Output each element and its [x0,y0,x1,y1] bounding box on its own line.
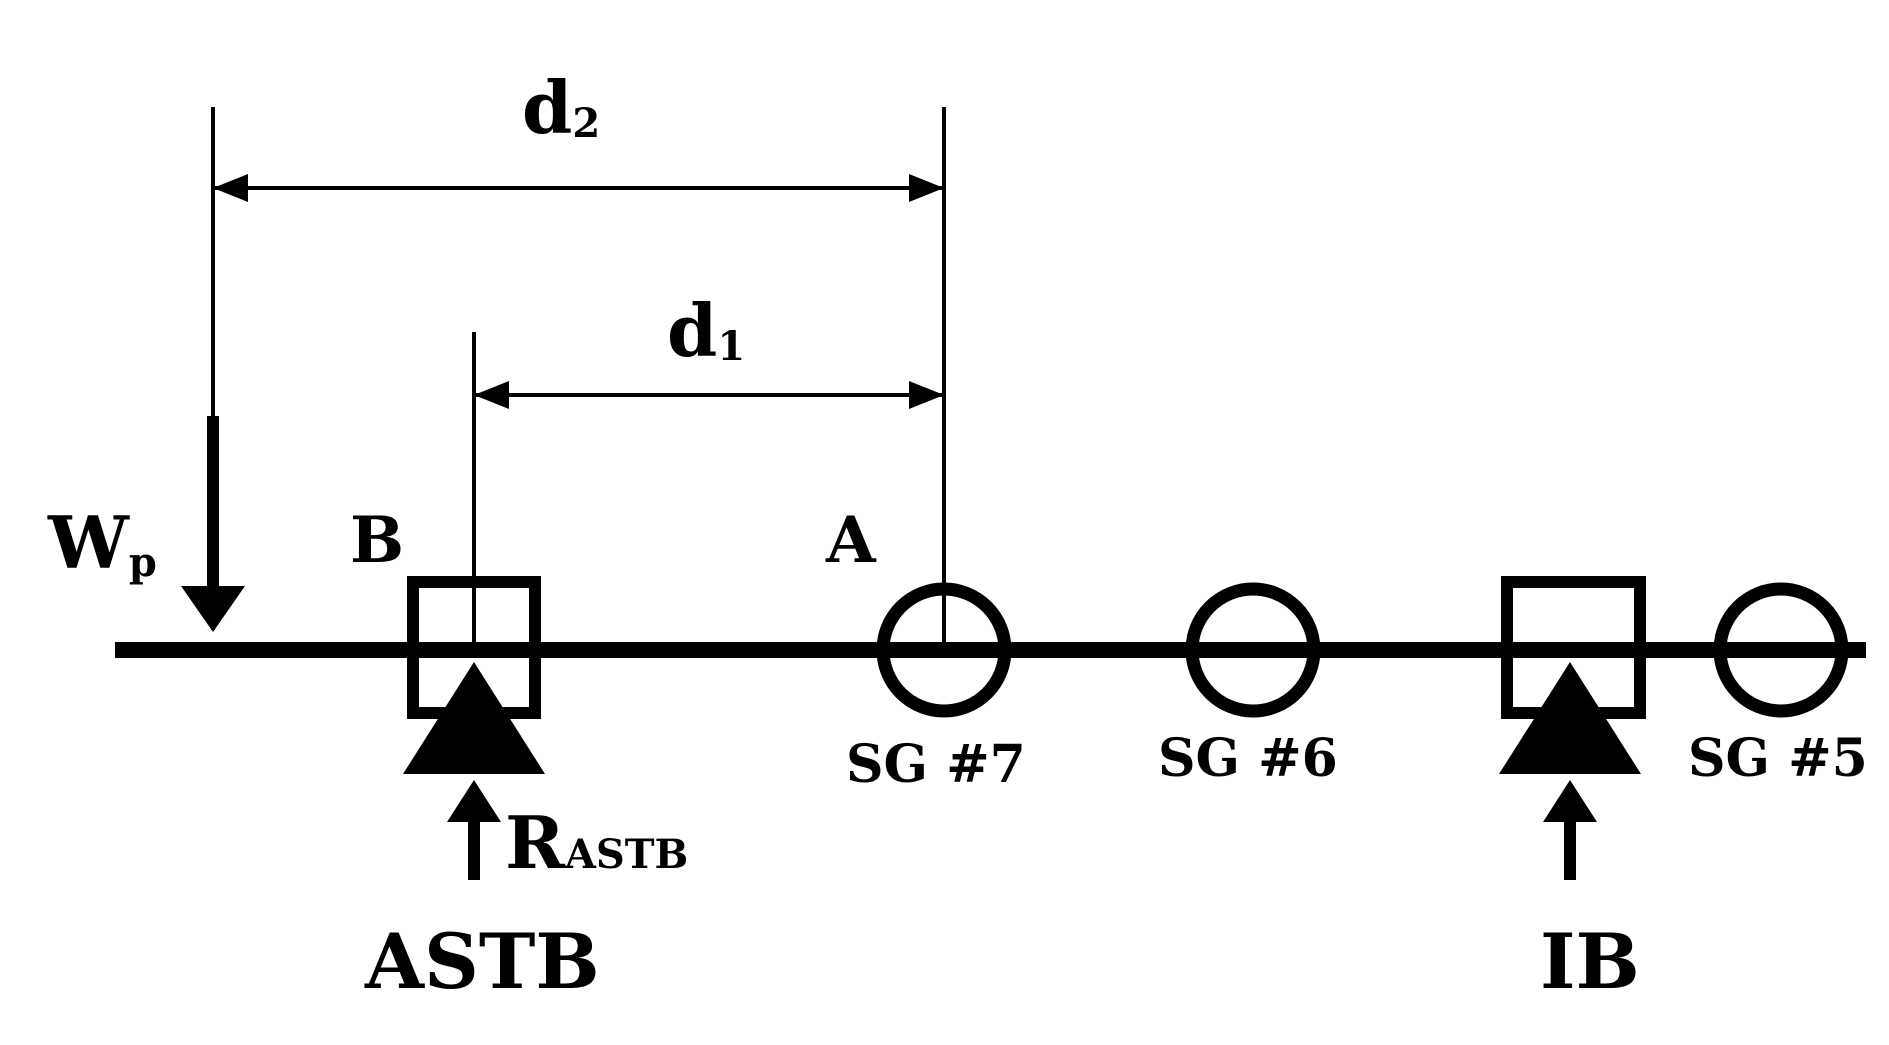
astb-support [403,576,545,880]
dimension-d2: d2 [211,65,946,650]
reaction-label: RASTB [505,800,688,885]
astb-label: ASTB [364,917,600,1006]
d1-label: d1 [667,288,745,373]
load-arrowhead [181,586,245,632]
d1-arrowhead-right [909,381,944,409]
load-wp: Wp [47,416,245,632]
ib-triangle [1499,662,1641,774]
astb-reaction-arrowhead [447,780,501,822]
d2-arrowhead-right [909,174,944,202]
sg5-gauge [1713,582,1849,718]
d2-label: d2 [522,65,600,150]
point-a-label: A [825,503,877,578]
ib-reaction-arrowhead [1543,780,1597,822]
sg7-gauge [876,582,1012,718]
astb-triangle [403,662,545,774]
point-b-label: B [350,503,404,578]
d2-arrowhead-left [213,174,248,202]
dimension-d1: d1 [472,288,944,650]
sg5-label: SG #5 [1688,728,1868,789]
sg7-label: SG #7 [846,734,1026,795]
ib-label: IB [1540,917,1640,1006]
sg6-gauge [1185,582,1321,718]
ib-support [1499,576,1646,880]
d1-arrowhead-left [474,381,509,409]
sg6-label: SG #6 [1158,728,1338,789]
load-label: Wp [47,500,157,586]
